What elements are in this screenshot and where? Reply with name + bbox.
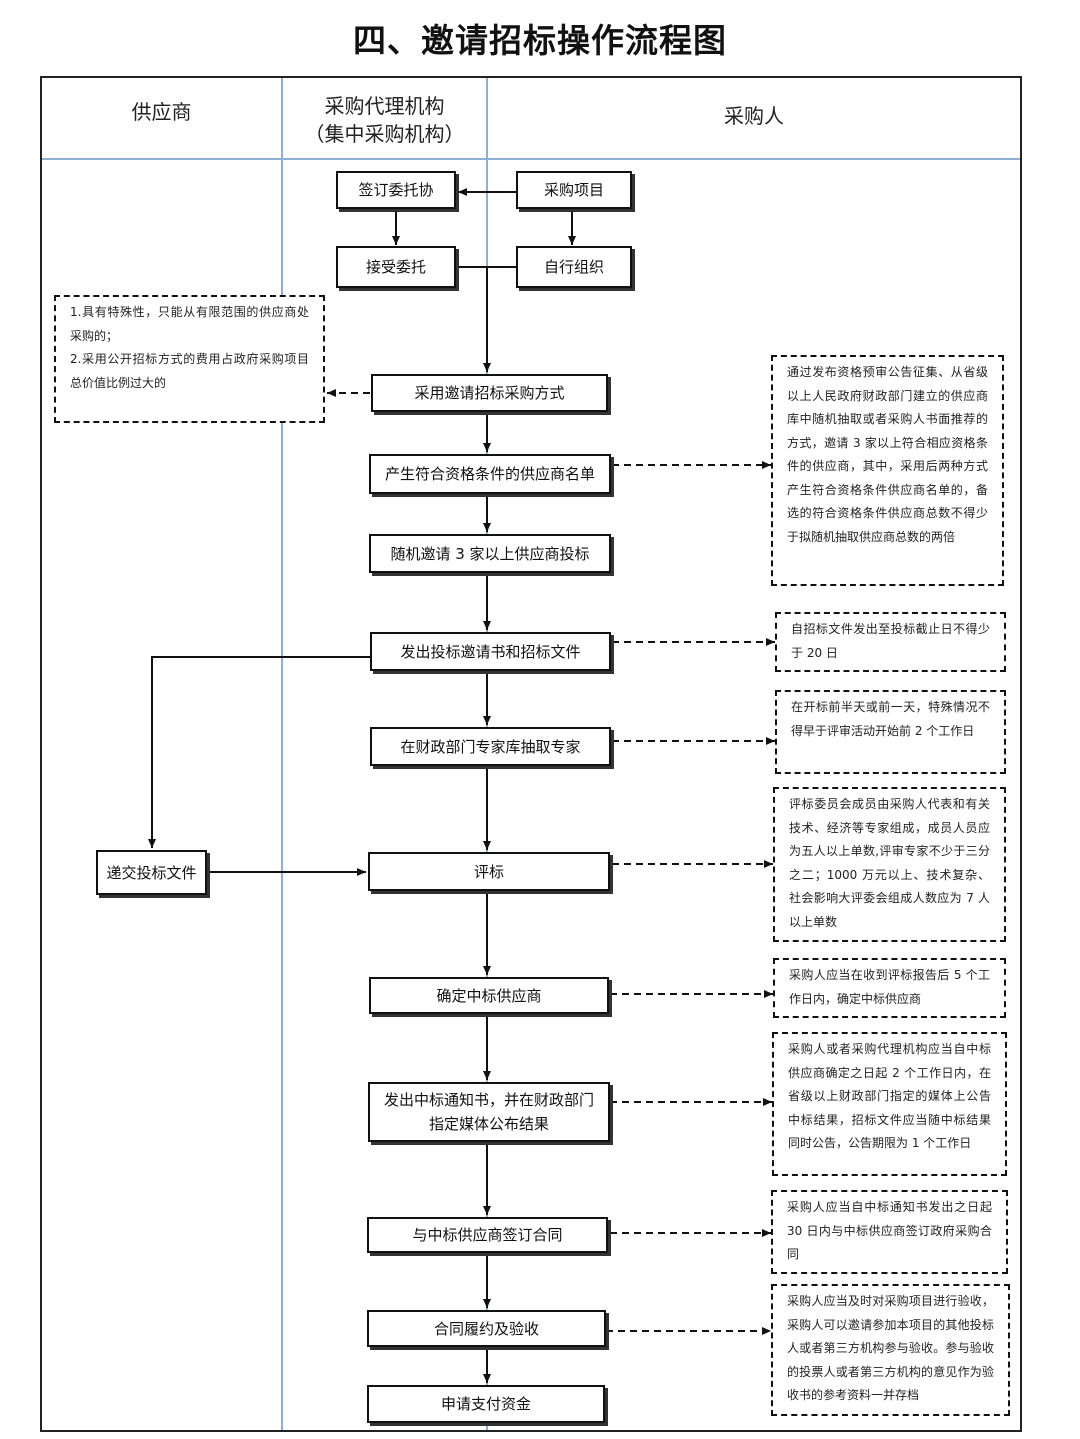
- step-accept-entrust: 接受委托: [336, 246, 456, 288]
- lane-divider-1: [281, 78, 283, 1430]
- step-self-organize: 自行组织: [516, 246, 632, 288]
- flowchart-frame: [40, 76, 1022, 1432]
- arrow-issue-to-submit: [148, 656, 370, 848]
- step-generate-list: 产生符合资格条件的供应商名单: [369, 454, 611, 494]
- step-sign-contract: 与中标供应商签订合同: [367, 1217, 608, 1253]
- note-committee: 评标委员会成员由采购人代表和有关技术、经济等专家组成，成员人员应为五人以上单数,…: [773, 787, 1006, 942]
- step-adopt-method: 采用邀请招标采购方式: [371, 374, 608, 412]
- step-determine-winner: 确定中标供应商: [369, 977, 609, 1014]
- step-random-invite: 随机邀请 3 家以上供应商投标: [369, 534, 611, 573]
- lane-header-purchaser: 采购人: [724, 104, 784, 128]
- note-deadline: 自招标文件发出至投标截止日不得少于 20 日: [775, 612, 1006, 672]
- step-purchase-project: 采购项目: [516, 171, 632, 209]
- step-notice-line2: 指定媒体公布结果: [428, 1115, 549, 1133]
- lane-header-agency-line2: （集中采购机构）: [304, 122, 465, 146]
- lane-header-supplier: 供应商: [131, 100, 192, 124]
- note-acceptance: 采购人应当及时对采购项目进行验收，采购人可以邀请参加本项目的其他投标人或者第三方…: [771, 1284, 1010, 1416]
- page-title: 四、邀请招标操作流程图: [353, 21, 727, 60]
- lane-header-divider: [42, 158, 1020, 160]
- note-contract-time: 采购人应当自中标通知书发出之日起 30 日内与中标供应商签订政府采购合同: [771, 1190, 1008, 1274]
- step-perform-accept: 合同履约及验收: [367, 1310, 606, 1347]
- step-submit-bid: 递交投标文件: [96, 850, 207, 895]
- step-sign-entrust: 签订委托协: [336, 171, 456, 209]
- step-apply-payment: 申请支付资金: [367, 1385, 605, 1423]
- note-winner-time: 采购人应当在收到评标报告后 5 个工作日内，确定中标供应商: [773, 958, 1006, 1018]
- lane-header-agency-line1: 采购代理机构: [324, 94, 445, 118]
- note-supplier-list: 通过发布资格预审公告征集、从省级以上人民政府财政部门建立的供应商库中随机抽取或者…: [771, 355, 1004, 586]
- step-notice: 发出中标通知书，并在财政部门 指定媒体公布结果: [368, 1082, 610, 1142]
- note-conditions: 1.具有特殊性，只能从有限范围的供应商处采购的； 2.采用公开招标方式的费用占政…: [54, 295, 325, 423]
- note-announce: 采购人或者采购代理机构应当自中标供应商确定之日起 2 个工作日内，在省级以上财政…: [772, 1032, 1007, 1176]
- step-evaluate: 评标: [368, 852, 610, 891]
- step-notice-line1: 发出中标通知书，并在财政部门: [383, 1091, 594, 1109]
- step-issue-invitation: 发出投标邀请书和招标文件: [370, 632, 611, 671]
- step-extract-experts: 在财政部门专家库抽取专家: [370, 727, 611, 766]
- lane-header-agency: 采购代理机构 （集中采购机构）: [283, 92, 486, 148]
- note-expert-time: 在开标前半天或前一天，特殊情况不得早于评审活动开始前 2 个工作日: [775, 690, 1006, 774]
